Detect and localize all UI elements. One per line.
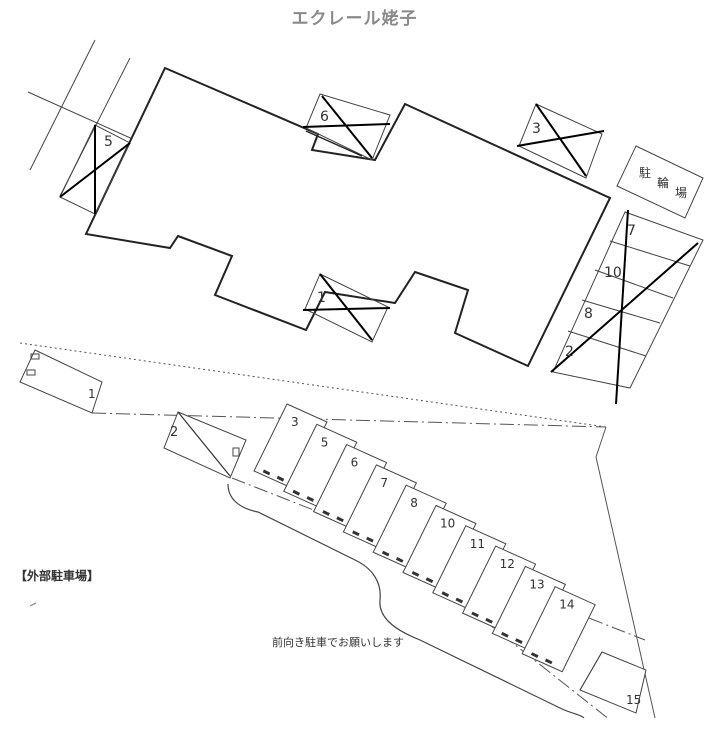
building-space-6: 6 [302,93,391,161]
space-label: 5 [104,134,113,150]
space-label: 12 [500,557,515,571]
space-label: 10 [440,517,455,531]
space-marker [336,516,344,523]
front-parking-brace [227,483,585,719]
space-marker [381,550,390,557]
bicycle-parking-char: 駐 [639,165,651,180]
space-label: 5 [321,435,329,449]
space-marker [292,489,301,496]
space-outline [521,586,596,673]
space-label: 3 [291,415,299,429]
space-marker [425,577,434,584]
space-marker [441,591,450,598]
space-marker [515,638,523,644]
space-marker [322,510,330,516]
space-marker [411,570,420,577]
space-label: 7 [380,476,388,490]
space-marker [366,536,374,543]
bicycle-parking-char: 輪 [657,175,669,190]
building-space-5: 5 [59,124,131,215]
building-outline [84,66,612,368]
external-space: 14 [521,586,596,673]
bicycle-parking: 駐 輪 場 [616,145,704,219]
external-space-1: 1 [19,349,103,414]
space-label: 6 [320,109,329,125]
space-marker [352,530,360,537]
space-label: 6 [351,456,359,470]
space-label: 14 [559,598,574,612]
page-title: エクレール姥子 [291,9,418,29]
space-label: 10 [604,265,622,281]
space-label: 2 [565,344,574,360]
space-label: 8 [410,496,418,510]
space-marker [276,475,285,482]
space-marker [395,557,404,563]
space-label: 1 [317,290,326,306]
external-space-15: 15 [579,651,647,714]
front-parking-note: 前向き駐車でお願いします [272,635,404,649]
external-space-2: 2 [163,411,247,479]
right-column-spaces: 7 10 8 2 [550,209,704,405]
space-label: 15 [626,693,641,707]
building-space-1: 1 [302,273,391,343]
space-marker [544,658,553,665]
external-space: 10 [402,504,477,592]
external-parking-heading: 【外部駐車場】 [15,568,99,583]
space-marker [471,611,479,618]
space-marker [501,631,509,638]
space-marker [485,617,493,624]
space-label: 7 [627,223,636,239]
external-space-row: 3 5 6 7 8 10 11 12 13 14 [253,403,596,673]
space-marker [262,469,271,476]
space-label: 13 [529,577,544,591]
space-label: 2 [170,425,178,440]
scan-mark [29,602,37,607]
building-space-3: 3 [516,103,605,179]
bicycle-parking-char: 場 [675,186,687,200]
space-label: 1 [88,387,96,401]
space-marker [455,597,464,604]
space-label: 8 [584,306,593,322]
space-label: 11 [470,537,485,551]
space-marker [306,496,315,502]
space-label: 3 [532,121,541,137]
space-marker [530,652,539,658]
